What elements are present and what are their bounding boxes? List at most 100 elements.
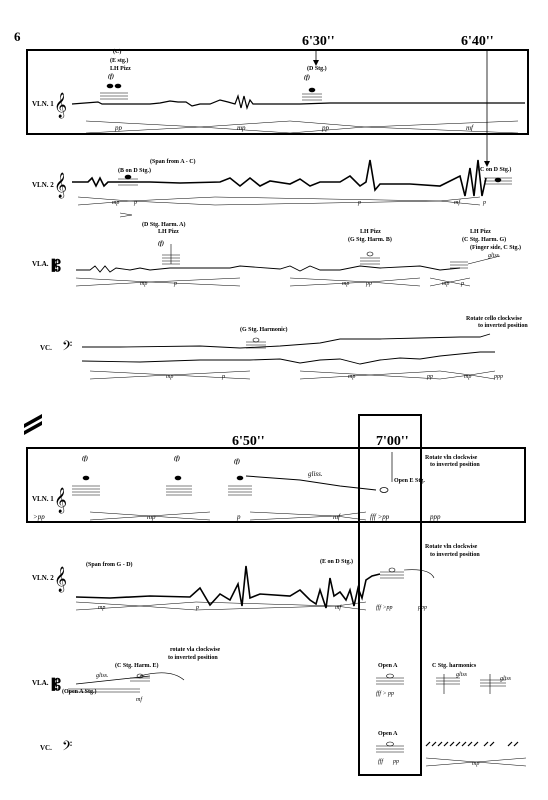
vc-dyn-mp-2: mp	[472, 761, 479, 767]
vln1-annot-openestg: Open E Stg.	[394, 478, 425, 484]
vc-annot-gstgharm: (G Stg. Harmonic)	[240, 326, 288, 333]
vla-note-cluster-3	[450, 255, 501, 269]
vc-tremolo-marks	[425, 741, 519, 747]
vla-rotate-curve	[139, 672, 185, 681]
vla-dyn-p2: p	[460, 281, 464, 287]
vln2-annot-eond: (E on D Stg.)	[320, 558, 353, 565]
vln2-label: VLN. 2	[32, 181, 54, 189]
vla-dyn-fffpp: fff > pp	[376, 690, 394, 697]
vln1-hairpins-2	[89, 511, 367, 521]
treble-clef-icon: 𝄞	[54, 487, 67, 513]
vla-harmonics-cluster	[436, 674, 506, 694]
vc-hairpins-2	[425, 757, 527, 767]
vln1-gliss-line	[245, 475, 377, 491]
vla-label: VLA.	[32, 260, 49, 268]
vla-annot-inverted: to inverted position	[168, 655, 218, 661]
vln1-dyn-ppp: ppp	[429, 513, 441, 521]
timing-marker-2: 6'40''	[461, 34, 494, 49]
vla-annot-f: (f)	[158, 240, 164, 247]
vln1-highlight-box-2	[26, 447, 526, 523]
vln2-gesture-line-2	[75, 565, 381, 609]
vla-open-a-cluster	[376, 673, 404, 685]
vla-hairpins	[75, 277, 471, 287]
vla-annot-gliss-3: gliss	[456, 672, 468, 678]
vln1-annot-estg: (E stg.)	[110, 57, 128, 64]
vln2-annot-span: (Span from A - C)	[150, 158, 196, 165]
vln1-note-cluster-1	[100, 83, 128, 100]
vln1-annot-rotate: Rotate vln clockwise	[425, 455, 478, 461]
vln2-dyn-ppp: ppp	[417, 605, 427, 611]
vla-annot-cstgharme: (C Stg. Harm. E)	[115, 662, 159, 669]
vln2-annot-rotate: Rotate vln clockwise	[425, 544, 478, 550]
vln1-dyn-mf: mf	[466, 124, 474, 132]
vln2-dyn-mp-2: mp	[98, 605, 105, 611]
vln1-dyn-mf-2: mf	[333, 513, 341, 521]
vla-dyn-mp3: mp	[442, 281, 449, 287]
vln1-annot-f2: (f)	[304, 74, 310, 81]
vc-open-a-cluster	[376, 741, 404, 753]
treble-clef-icon: 𝄞	[54, 566, 67, 592]
vln1-annot-dstg: (D Stg.)	[307, 65, 327, 72]
vla-annot-fingerside: (Finger side, C Stg.)	[470, 244, 521, 251]
vla-dyn-mf-2: mf	[136, 696, 143, 703]
vln1-chord-3	[228, 475, 252, 496]
vln2-dyn-p3: p	[482, 200, 486, 206]
vln1-annot-gliss: gliss.	[308, 470, 323, 478]
timing-column-box	[358, 414, 422, 776]
treble-clef-icon: 𝄞	[54, 92, 67, 118]
vc-label-2: VC.	[40, 744, 52, 752]
vla-annot-gliss-4: gliss	[500, 676, 512, 682]
timing-arrow-1	[313, 49, 319, 66]
vln1-dyn-pp2: pp	[321, 124, 330, 132]
vc-dyn-p: p	[221, 374, 225, 380]
vla-annot-cstgharmonics: C Stg. harmonics	[432, 663, 477, 669]
vla-dyn-p: p	[173, 281, 177, 287]
alto-clef-icon: 𝄡	[51, 676, 61, 694]
vln1-dyn-pp: pp	[114, 124, 123, 132]
vc-gesture-line-1	[82, 333, 491, 349]
vln2-annot-cond: (C on D Stg.)	[478, 166, 511, 173]
vln1-dyn-pp-2: >pp	[33, 513, 45, 521]
vln2-dyn-p: p	[133, 200, 137, 206]
vln1-dyn-p-2: p	[236, 513, 241, 521]
treble-clef-icon: 𝄞	[54, 172, 67, 198]
vln2-dyn-p-2: p	[195, 605, 199, 611]
vc-annot-opena: Open A	[378, 731, 398, 737]
vla-dyn-mp2: mp	[342, 281, 349, 287]
vc-dyn-mp3: mp	[464, 374, 471, 380]
bass-clef-icon: 𝄢	[62, 740, 72, 757]
vla-annot-lhpizz3: LH Pizz	[470, 229, 491, 235]
vln2-gesture-line	[72, 159, 487, 197]
vln1-dyn-mp: mp	[237, 124, 246, 132]
vln2-dyn-fffpp: fff >pp	[376, 604, 393, 611]
vc-label: VC.	[40, 344, 52, 352]
vln1-highlight-box	[26, 49, 529, 135]
vla-annot-gliss-2: gliss.	[96, 673, 109, 679]
system-divider	[24, 414, 42, 435]
vln2-rotate-curve	[403, 569, 435, 579]
timing-marker-3: 6'50''	[232, 434, 265, 449]
vc-dyn-pp-2: pp	[392, 759, 399, 765]
vln1-hairpins	[85, 120, 519, 134]
vc-dyn-mp: mp	[166, 374, 173, 380]
vln1-label-2: VLN. 1	[32, 495, 54, 503]
vla-annot-openastg: (Open A Stg.)	[62, 688, 97, 695]
timing-marker-1: 6'30''	[302, 34, 335, 49]
timing-arrow-2	[484, 50, 490, 167]
vln1-annot-f-c: (f)	[234, 458, 240, 465]
vln1-chord-2	[166, 475, 192, 496]
vln1-gesture-line	[71, 93, 525, 111]
vla-dyn-mp: mp	[140, 281, 147, 287]
timing-marker-4: 7'00''	[376, 434, 409, 449]
vln1-annot-c: (C)	[113, 48, 121, 55]
vln2-dyn-mf-2: mf	[335, 604, 342, 611]
vln2-note-cluster	[118, 174, 138, 186]
vla-annot-rotate: rotate vla clockwise	[170, 647, 221, 653]
vc-gesture-line-2	[81, 351, 495, 365]
vln2-dyn-p2: p	[357, 200, 361, 206]
vla-annot-dstgharm: (D Stg. Harm. A)	[142, 221, 186, 228]
vc-dyn-ppp: ppp	[493, 374, 503, 380]
vla-gesture-line	[76, 265, 461, 273]
vla-annot-lhpizz1: LH Pizz	[158, 229, 179, 235]
vln2-note-cluster-3	[380, 567, 404, 579]
